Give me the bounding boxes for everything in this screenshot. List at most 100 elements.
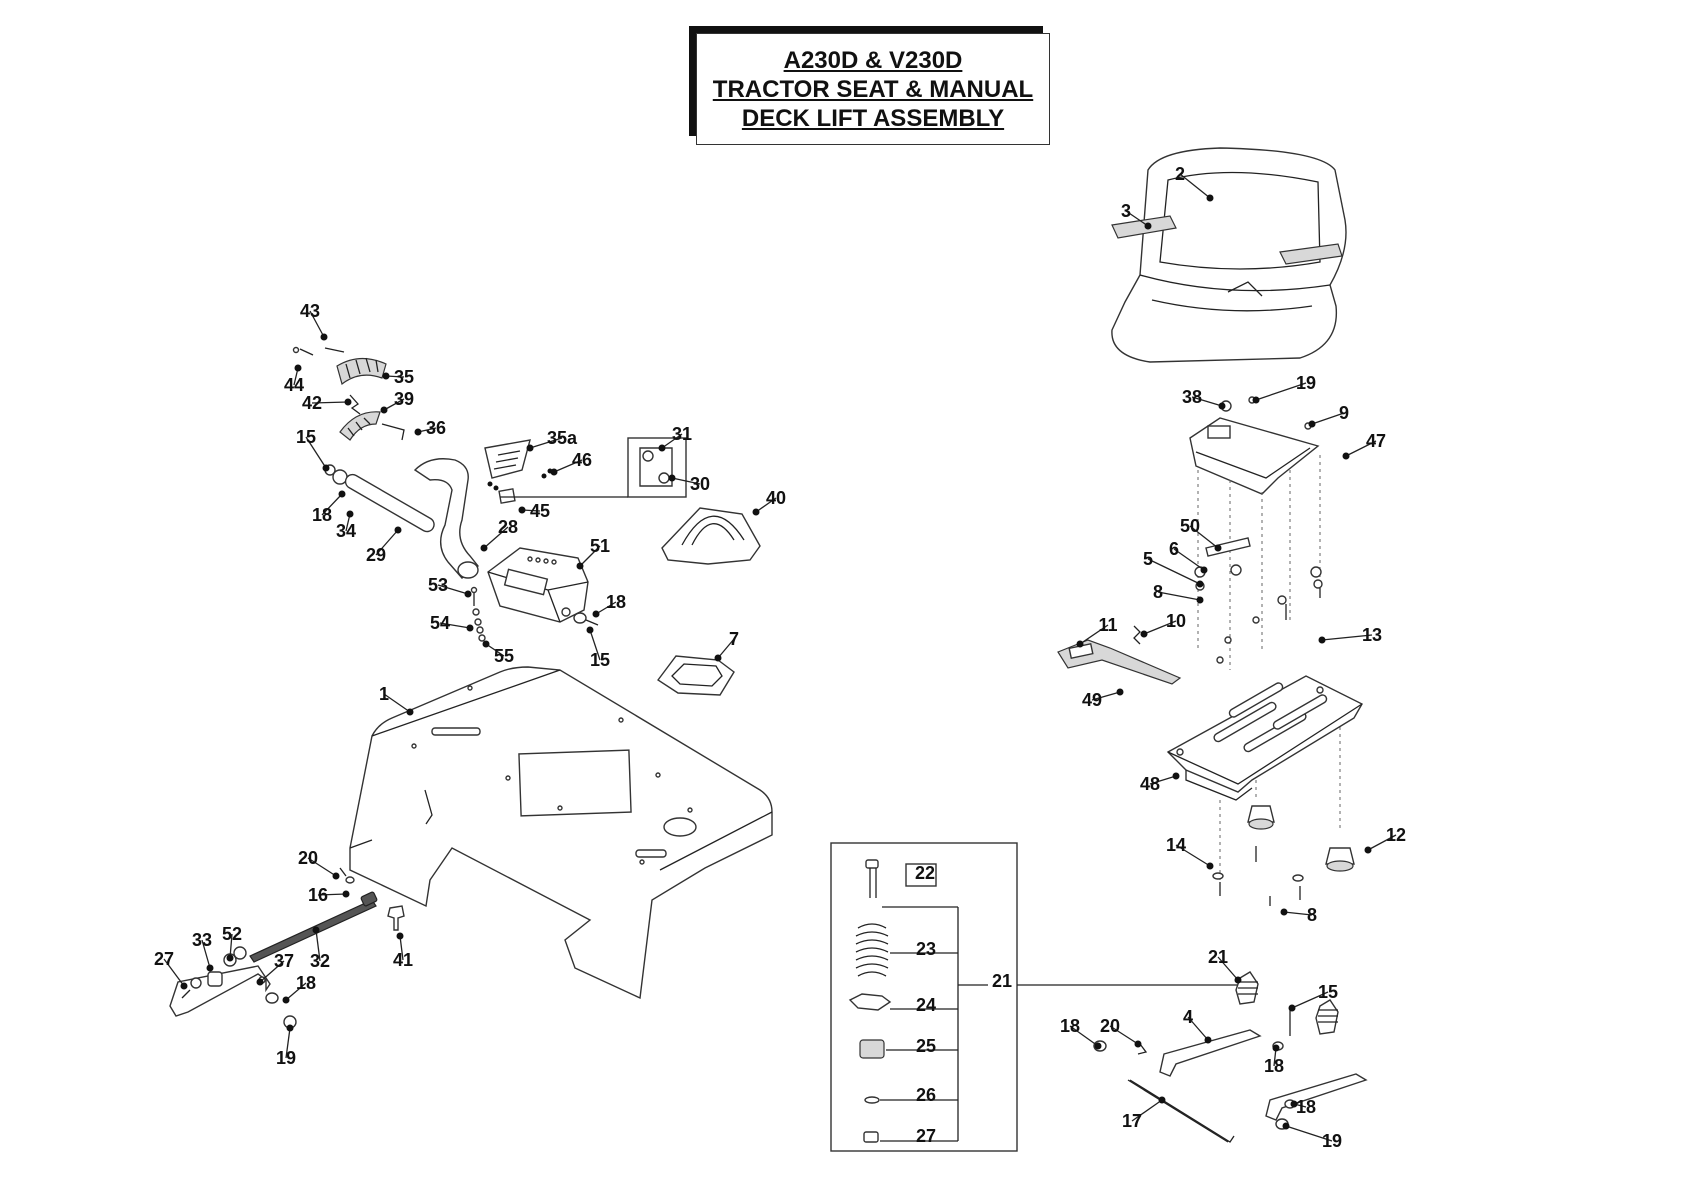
callout-dot (1196, 596, 1204, 604)
callout-dot (480, 544, 488, 552)
callout-label-15: 15 (296, 427, 316, 447)
deck-lift-indicator-plate (661, 507, 761, 565)
callout-label-49: 49 (1082, 690, 1102, 710)
callout-leader (755, 497, 777, 513)
callout-leader (1147, 558, 1201, 585)
callout-leader (1175, 844, 1211, 867)
callout-leader (285, 982, 307, 1001)
callout-dot (1234, 976, 1242, 984)
callout-leader (285, 1027, 291, 1059)
callout-leader (671, 477, 701, 485)
callout-dot (482, 640, 490, 648)
callout-label-44: 44 (284, 375, 304, 395)
tractor-seat (1111, 147, 1347, 363)
callout-dot (1342, 452, 1350, 460)
callout-label-22: 22 (915, 863, 935, 883)
callout-dot (1116, 688, 1124, 696)
callout-label-21: 21 (992, 971, 1012, 991)
callout-leader (375, 529, 399, 556)
callout-label-43: 43 (300, 301, 320, 321)
callout-label-21: 21 (1208, 947, 1228, 967)
callout-label-19: 19 (1322, 1131, 1342, 1151)
callout-label-20: 20 (298, 848, 318, 868)
callout-leader (717, 638, 735, 659)
callout-dot (294, 364, 302, 372)
callout-dot (1196, 580, 1204, 588)
callout-label-27: 27 (154, 949, 174, 969)
seat-hardware (1194, 537, 1323, 664)
callout-label-5: 5 (1143, 549, 1153, 569)
callout-label-33: 33 (192, 930, 212, 950)
callout-label-15: 15 (1318, 982, 1338, 1002)
callout-dot (1280, 908, 1288, 916)
callout-leader (483, 526, 509, 549)
callout-leader (661, 433, 683, 449)
title-line-2: TRACTOR SEAT & MANUAL (712, 75, 1034, 103)
callout-label-6: 6 (1169, 539, 1179, 559)
callout-label-8: 8 (1153, 582, 1163, 602)
callout-label-35: 35 (394, 367, 414, 387)
callout-leader (1091, 691, 1121, 701)
callout-dot (1172, 772, 1180, 780)
callout-leader (1291, 991, 1329, 1009)
callout-label-42: 42 (302, 393, 322, 413)
callout-label-9: 9 (1339, 403, 1349, 423)
callout-label-18: 18 (1060, 1016, 1080, 1036)
callout-label-41: 41 (393, 950, 413, 970)
callout-leader (439, 622, 471, 629)
callout-dot (206, 964, 214, 972)
callout-leader (553, 459, 583, 473)
callout-label-45: 45 (530, 501, 550, 521)
callout-leader (485, 643, 505, 657)
callout-leader (229, 933, 233, 959)
callout-label-7: 7 (729, 629, 739, 649)
callout-leader (1131, 1099, 1163, 1122)
callout-label-18: 18 (312, 505, 332, 525)
callout-dot (1252, 396, 1260, 404)
callout-leader (1255, 382, 1307, 401)
callout-leader (321, 493, 343, 516)
callout-leader (1143, 620, 1177, 635)
callout-leader (1125, 210, 1149, 227)
callout-label-27: 27 (916, 1126, 936, 1146)
callout-dot (1134, 1040, 1142, 1048)
callout-dot (344, 398, 352, 406)
callout-dot (1218, 402, 1226, 410)
callout-leader (1283, 911, 1313, 916)
callout-leader (1217, 956, 1239, 981)
callout-dot (1076, 640, 1084, 648)
callout-leader (595, 601, 617, 615)
callout-dot (406, 708, 414, 716)
callout-leader (437, 584, 469, 595)
callout-dot (1318, 636, 1326, 644)
callout-dot (1144, 222, 1152, 230)
callout-label-19: 19 (1296, 373, 1316, 393)
callout-label-19: 19 (276, 1048, 296, 1068)
callout-dot (658, 444, 666, 452)
callout-label-39: 39 (394, 389, 414, 409)
callout-leader (383, 398, 405, 411)
callout-leader (1109, 1025, 1139, 1045)
callout-leader (1187, 1016, 1209, 1041)
callout-dot (526, 444, 534, 452)
callout-label-3: 3 (1121, 201, 1131, 221)
mount-hardware (470, 586, 599, 642)
callout-leader (311, 401, 349, 404)
callout-label-28: 28 (498, 517, 518, 537)
callout-dot (322, 464, 330, 472)
spring-assembly-inset (830, 842, 1240, 1152)
callout-label-54: 54 (430, 613, 450, 633)
callout-dot (342, 890, 350, 898)
callout-dot (576, 562, 584, 570)
seat-isolators (1212, 805, 1355, 906)
callout-leader (383, 693, 411, 713)
title-box: A230D & V230D TRACTOR SEAT & MANUAL DECK… (696, 33, 1050, 145)
callout-leader (1321, 634, 1373, 641)
callout-leader (399, 935, 404, 961)
callout-dot (1272, 1044, 1280, 1052)
lever-guide-group (484, 439, 553, 504)
callout-leader (1285, 1125, 1333, 1142)
fender-panel (349, 666, 773, 1000)
callout-dot (226, 954, 234, 962)
callout-label-26: 26 (916, 1085, 936, 1105)
